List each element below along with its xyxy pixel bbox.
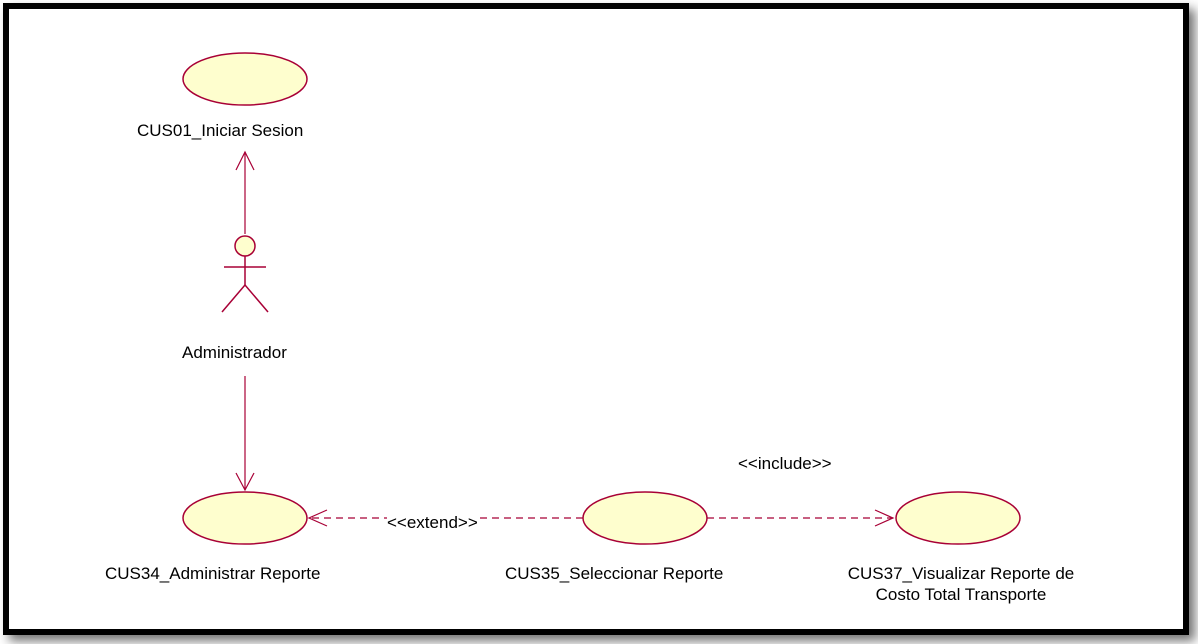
usecase-label-cus01: CUS01_Iniciar Sesion bbox=[137, 121, 304, 140]
usecase-cus35[interactable] bbox=[582, 491, 708, 545]
usecase-label-cus35: CUS35_Seleccionar Reporte bbox=[505, 564, 724, 583]
include-label: <<include>> bbox=[738, 454, 832, 473]
actor-administrador-figure[interactable] bbox=[221, 235, 269, 313]
usecase-cus37[interactable] bbox=[895, 491, 1021, 545]
usecase-cus34[interactable] bbox=[182, 491, 308, 545]
usecase-label-cus34: CUS34_Administrar Reporte bbox=[105, 564, 321, 583]
extend-label: <<extend>> bbox=[387, 512, 478, 533]
association-actor-cus01 bbox=[235, 150, 255, 234]
usecase-cus01[interactable] bbox=[182, 52, 308, 106]
association-actor-cus34 bbox=[235, 376, 255, 492]
usecase-label-cus37: CUS37_Visualizar Reporte de Costo Total … bbox=[847, 564, 1075, 604]
actor-label: Administrador bbox=[182, 343, 287, 362]
include-relation bbox=[707, 509, 895, 527]
